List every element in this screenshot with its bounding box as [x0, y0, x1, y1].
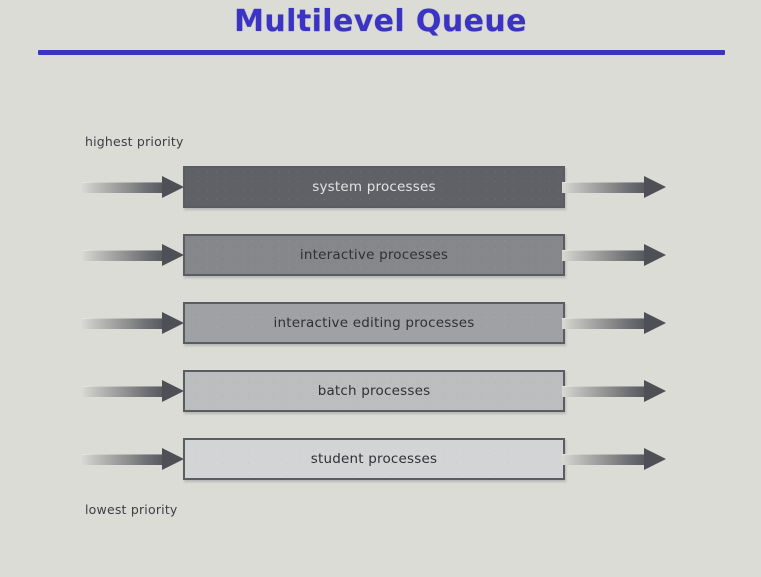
outgoing-arrow-icon — [562, 166, 668, 210]
outgoing-arrow-icon — [562, 438, 668, 482]
queue-row: student processes — [0, 438, 761, 482]
queue-box-label: interactive processes — [299, 247, 449, 263]
arrow-shaft — [82, 454, 164, 465]
arrow-head — [644, 176, 666, 198]
arrow-shaft — [82, 318, 164, 329]
queue-row: interactive editing processes — [0, 302, 761, 346]
incoming-arrow-icon — [82, 166, 186, 210]
incoming-arrow-icon — [82, 438, 186, 482]
incoming-arrow-icon — [82, 234, 186, 278]
outgoing-arrow-icon — [562, 302, 668, 346]
queue-row: system processes — [0, 166, 761, 210]
arrow-head — [644, 244, 666, 266]
arrow-head — [162, 176, 184, 198]
incoming-arrow-icon — [82, 302, 186, 346]
arrow-head — [162, 312, 184, 334]
queue-box-student-processes[interactable]: student processes — [183, 438, 565, 480]
outgoing-arrow-icon — [562, 234, 668, 278]
queue-box-interactive-editing-processes[interactable]: interactive editing processes — [183, 302, 565, 344]
lowest-priority-label: lowest priority — [85, 502, 178, 517]
queue-row: interactive processes — [0, 234, 761, 278]
arrow-head — [162, 244, 184, 266]
queue-box-interactive-processes[interactable]: interactive processes — [183, 234, 565, 276]
queue-box-system-processes[interactable]: system processes — [183, 166, 565, 208]
arrow-head — [162, 380, 184, 402]
arrow-shaft — [562, 318, 646, 329]
arrow-head — [162, 448, 184, 470]
arrow-head — [644, 448, 666, 470]
queue-box-label: system processes — [312, 179, 436, 195]
arrow-shaft — [82, 250, 164, 261]
arrow-shaft — [562, 182, 646, 193]
arrow-head — [644, 380, 666, 402]
arrow-shaft — [562, 250, 646, 261]
arrow-shaft — [82, 182, 164, 193]
queue-box-label: batch processes — [317, 383, 431, 399]
arrow-head — [644, 312, 666, 334]
queue-box-batch-processes[interactable]: batch processes — [183, 370, 565, 412]
highest-priority-label: highest priority — [85, 134, 184, 149]
arrow-shaft — [82, 386, 164, 397]
queue-box-label: student processes — [310, 451, 438, 467]
title-underline-rule — [38, 50, 725, 55]
arrow-shaft — [562, 386, 646, 397]
arrow-shaft — [562, 454, 646, 465]
incoming-arrow-icon — [82, 370, 186, 414]
page-title: Multilevel Queue — [234, 4, 527, 39]
outgoing-arrow-icon — [562, 370, 668, 414]
queue-row: batch processes — [0, 370, 761, 414]
queue-box-label: interactive editing processes — [273, 315, 475, 331]
